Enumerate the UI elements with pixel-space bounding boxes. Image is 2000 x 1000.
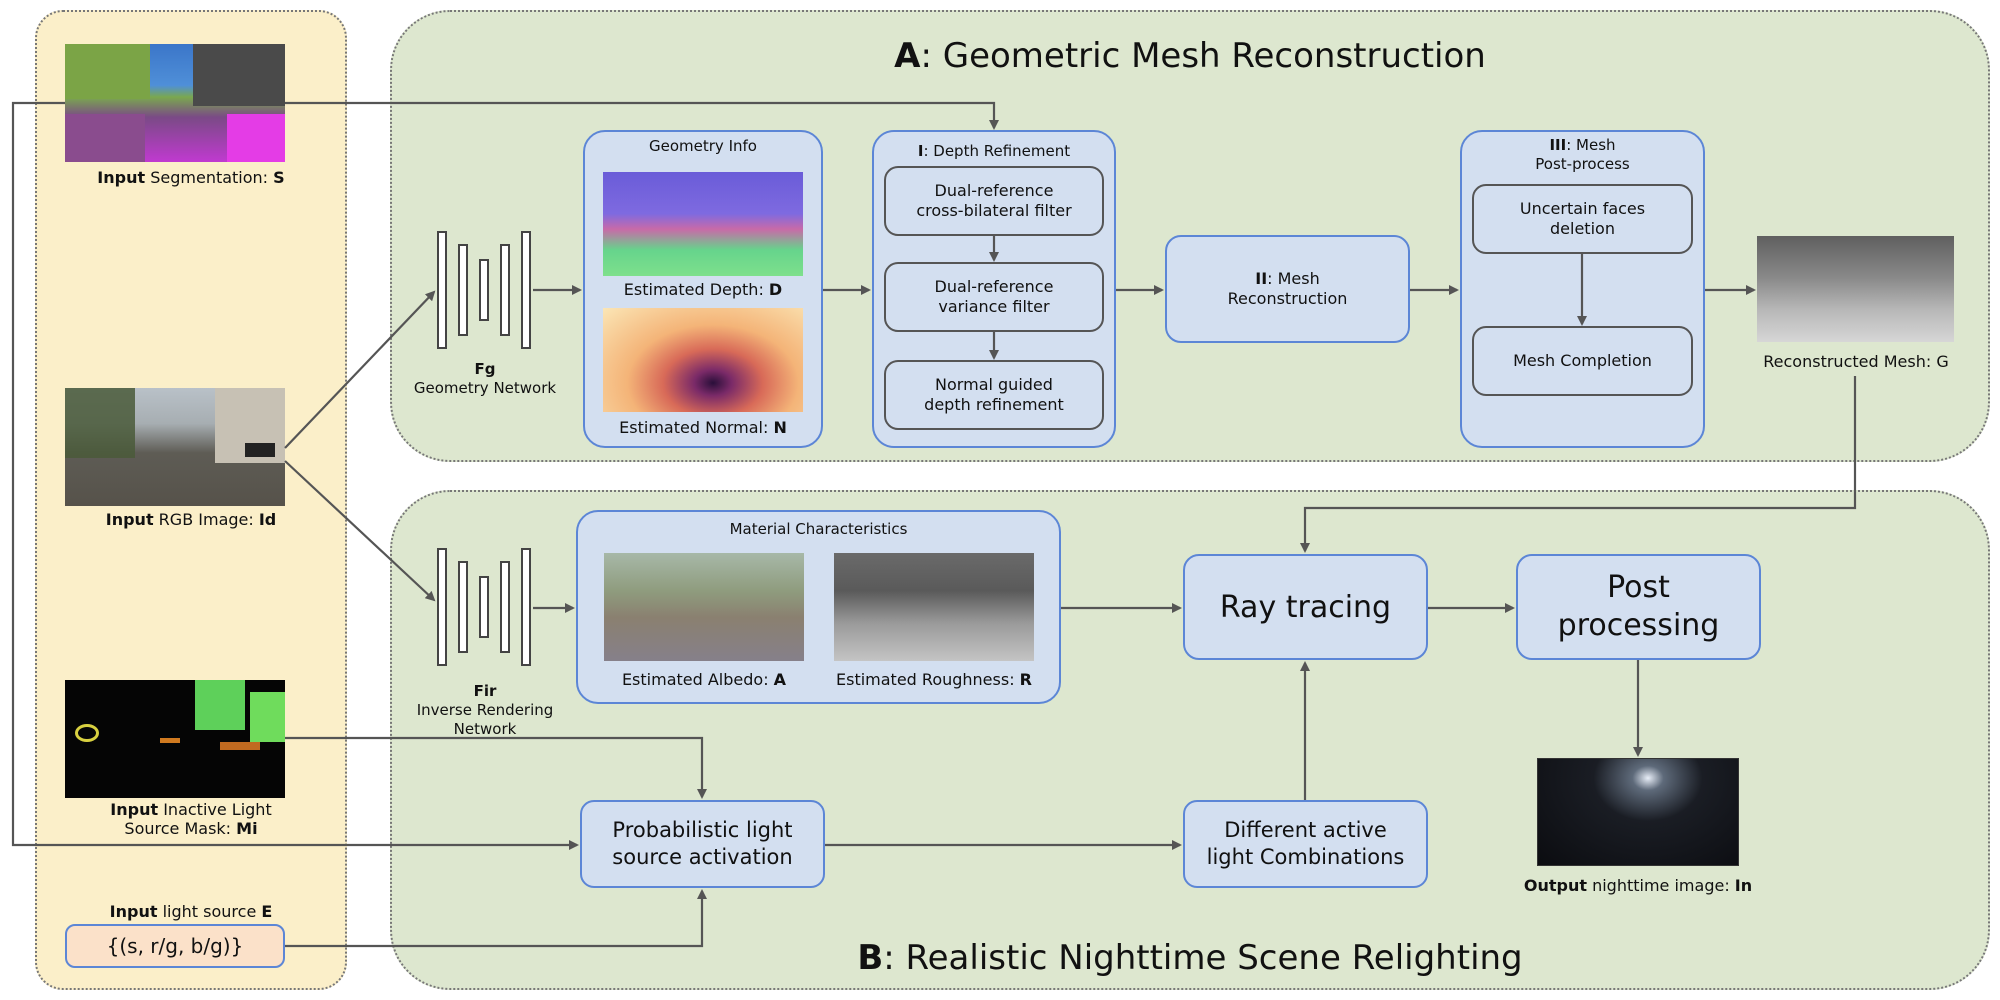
estimated-depth-label: Estimated Depth: D (623, 280, 783, 299)
segmentation-label: Input Segmentation: S (97, 168, 285, 187)
mesh-completion-step: Mesh Completion (1472, 326, 1693, 396)
reconstructed-mesh-label: Reconstructed Mesh: G (1763, 352, 1949, 371)
estimated-albedo-image (604, 553, 804, 661)
probabilistic-activation-box: Probabilistic light source activation (580, 800, 825, 888)
estimated-normal-label: Estimated Normal: N (619, 418, 787, 437)
estimated-albedo-label: Estimated Albedo: A (621, 670, 787, 689)
light-source-value-box: {(s, r/g, b/g)} (65, 924, 285, 968)
depth-refinement-title: I: Depth Refinement (917, 142, 1071, 160)
ray-tracing-label: Ray tracing (1219, 589, 1392, 625)
light-source-label: Input light source E (109, 902, 273, 921)
normal-guided-refinement-step: Normal guided depth refinement (884, 360, 1104, 430)
geometry-info-title: Geometry Info (649, 137, 757, 155)
output-nighttime-image (1537, 758, 1739, 866)
light-combinations-label: Different active light Combinations (1206, 818, 1405, 869)
light-combinations-box: Different active light Combinations (1183, 800, 1428, 888)
post-processing-label: Post processing (1557, 570, 1720, 643)
material-characteristics-title: Material Characteristics (729, 520, 908, 538)
probabilistic-activation-label: Probabilistic light source activation (612, 818, 793, 869)
rgb-label: Input RGB Image: Id (105, 510, 277, 529)
rgb-image (65, 388, 285, 506)
estimated-roughness-label: Estimated Roughness: R (836, 670, 1032, 689)
panel-a-title: A: Geometric Mesh Reconstruction (894, 36, 1486, 76)
cross-bilateral-filter-step: Dual-reference cross-bilateral filter (884, 166, 1104, 236)
estimated-roughness-image (834, 553, 1034, 661)
light-source-value: {(s, r/g, b/g)} (106, 934, 244, 958)
segmentation-image (65, 44, 285, 162)
post-processing-box: Post processing (1516, 554, 1761, 660)
reconstructed-mesh-image (1757, 236, 1954, 342)
estimated-normal-image (603, 308, 803, 412)
estimated-depth-image (603, 172, 803, 276)
variance-filter-step: Dual-reference variance filter (884, 262, 1104, 332)
light-mask-image (65, 680, 285, 798)
output-label: Output nighttime image: In (1523, 876, 1753, 895)
uncertain-faces-deletion-step: Uncertain faces deletion (1472, 184, 1693, 254)
panel-b-title: B: Realistic Nighttime Scene Relighting (857, 938, 1523, 978)
ray-tracing-box: Ray tracing (1183, 554, 1428, 660)
